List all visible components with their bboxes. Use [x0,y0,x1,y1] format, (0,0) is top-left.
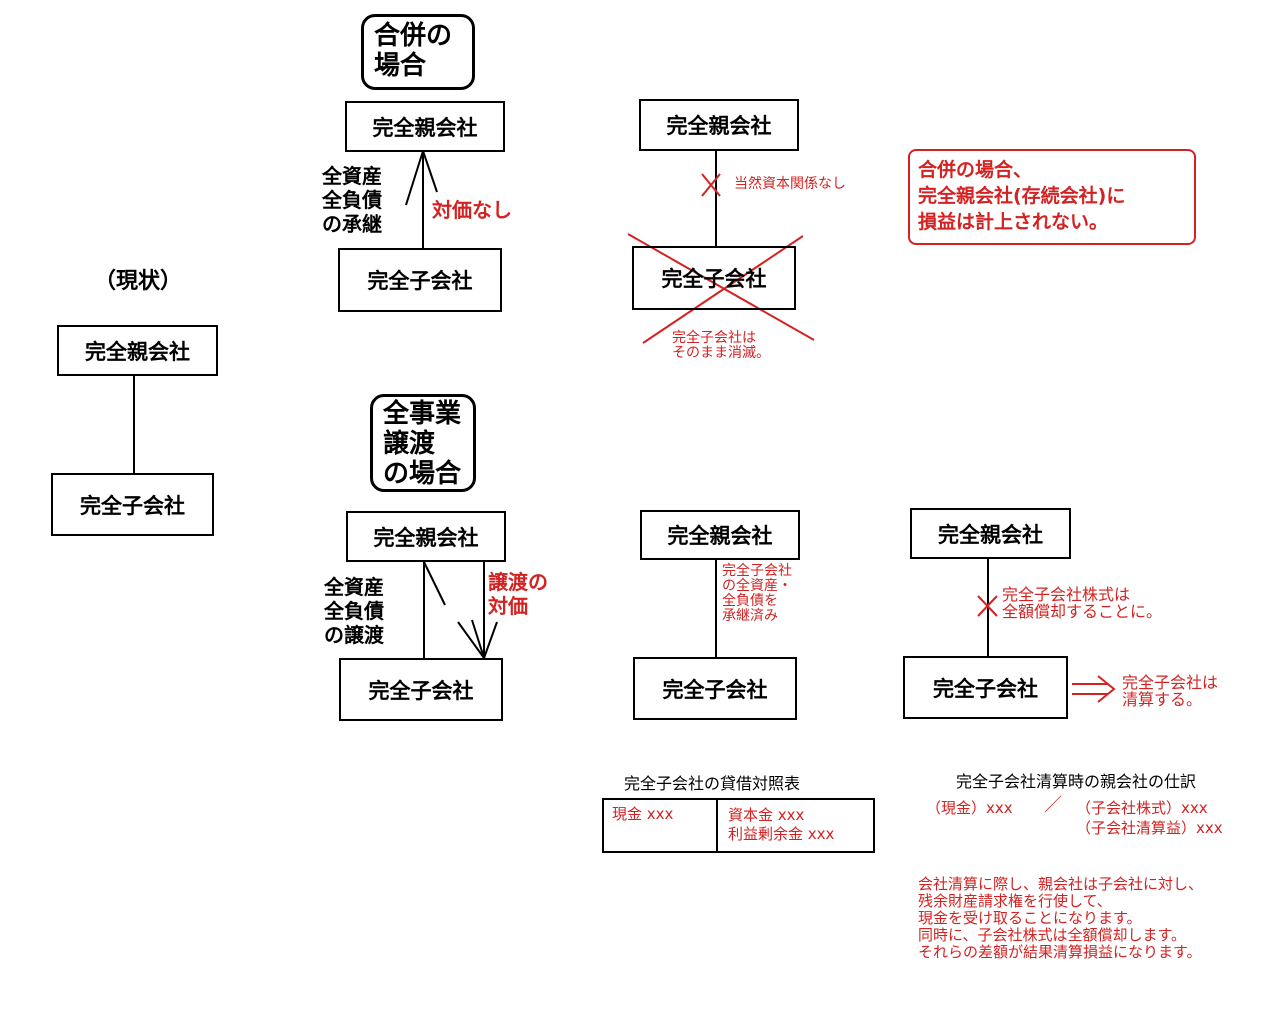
merger-no-capital-note: 当然資本関係なし [734,176,846,192]
merger-title: 合併の 場合 [361,14,475,90]
final-writeoff-note: 完全子会社株式は 全額償却することに。 [1002,585,1163,621]
merger-after-parent-box: 完全親会社 [639,99,799,151]
merger-dissolved-child-box: 完全子会社 [632,246,796,310]
merger-consideration-label: 対価なし [432,198,512,222]
transfer-title: 全事業 譲渡 の場合 [370,394,476,492]
journal-explanation: 会社清算に際し、親会社は子会社に対し、 残余財産請求権を行使して、 現金を受け取… [918,875,1204,961]
current-heading: （現状） [94,269,183,294]
merger-arrow-head-left [405,150,424,206]
final-cross-2 [977,595,998,617]
transfer-arrow-left [471,619,485,659]
liquidation-arrow-head [1097,675,1116,703]
transfer-diag-1 [423,561,446,606]
merger-cross-2 [701,173,721,197]
dissolve-x-1 [627,233,815,341]
merger-dissolve-note: 完全子会社は そのまま消滅。 [672,330,770,361]
balance-sheet-divider [716,800,718,851]
dissolve-x-2 [642,235,804,344]
balance-sheet-title: 完全子会社の貸借対照表 [624,774,801,793]
mid-child-box: 完全子会社 [633,657,797,720]
merger-transfer-label: 全資産 全負債 の承継 [322,164,382,236]
transfer-diag-2 [457,621,485,659]
merger-arrow-head-right [422,150,438,193]
liquidation-note: 完全子会社は 清算する。 [1122,673,1219,709]
transfer-parent-box: 完全親会社 [346,511,506,562]
merger-parent-box: 完全親会社 [345,101,505,152]
merger-callout: 合併の場合、 完全親会社(存続会社)に 損益は計上されない。 [908,149,1196,245]
mid-assumed-note: 完全子会社 の全資産・ 全負債を 承継済み [722,563,792,624]
mid-parent-box: 完全親会社 [640,510,800,560]
current-child-box: 完全子会社 [51,473,214,536]
balance-sheet-table: 現金 xxx 資本金 xxx 利益剰余金 xxx [602,798,875,853]
balance-sheet-assets: 現金 xxx [612,805,674,823]
final-child-box: 完全子会社 [903,656,1068,719]
merger-child-box: 完全子会社 [338,248,502,312]
final-parent-box: 完全親会社 [910,508,1071,559]
current-parent-box: 完全親会社 [57,325,218,376]
balance-sheet-equity: 資本金 xxx 利益剰余金 xxx [728,806,835,843]
transfer-assets-label: 全資産 全負債 の譲渡 [324,575,384,647]
transfer-child-box: 完全子会社 [339,658,503,721]
transfer-arrow-right [483,621,498,659]
journal-credit-gain: （子会社清算益）xxx [1076,819,1223,837]
journal-title: 完全子会社清算時の親会社の仕訳 [956,772,1197,791]
transfer-consideration-label: 譲渡の 対価 [488,570,548,618]
journal-slash: ／ [1044,795,1062,816]
journal-debit: （現金）xxx [926,799,1013,817]
journal-credit-shares: （子会社株式）xxx [1076,799,1208,817]
